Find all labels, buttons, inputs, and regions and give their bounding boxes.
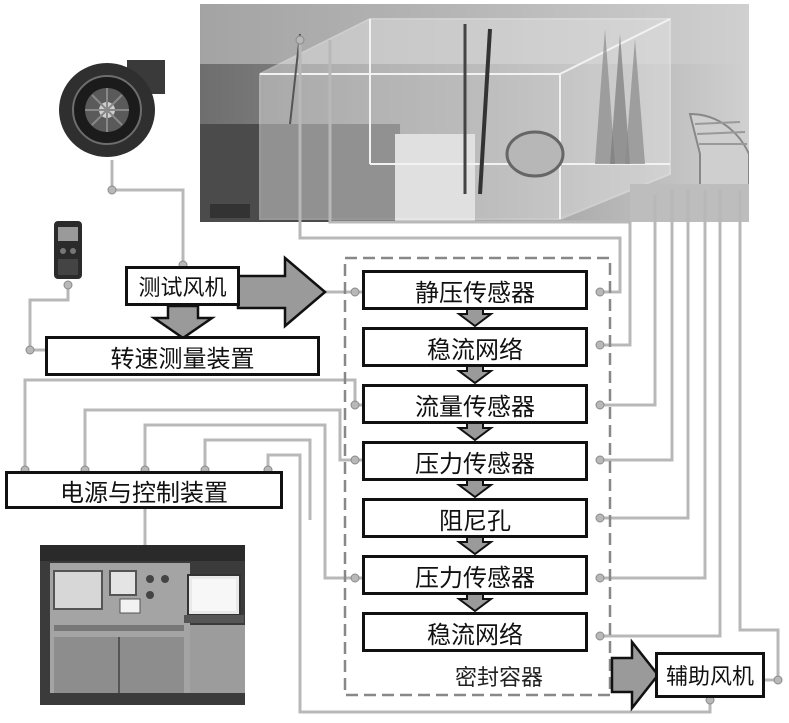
chain-arrow-2 [456,365,494,385]
chain-box-pressure-sensor-1: 压力传感器 [362,441,588,481]
chain-arrow-4 [456,479,494,499]
chain-arrow-3 [456,422,494,442]
chain-arrow-6 [456,593,494,613]
speed-measurement-box: 转速测量装置 [45,336,320,376]
chain-box-flow-straightener-2: 稳流网络 [362,612,588,652]
chain-box-pressure-sensor-2: 压力传感器 [362,555,588,595]
auxiliary-fan-label: 辅助风机 [665,665,754,690]
chain-box-flow-straightener-1: 稳流网络 [362,327,588,367]
arrow-fan-to-speed [149,304,217,340]
chain-arrow-5 [456,536,494,556]
chain-label: 阻尼孔 [439,506,511,535]
airflow-arrow-in [236,255,327,329]
chain-label: 稳流网络 [427,335,523,364]
chain-box-static-pressure-sensor: 静压传感器 [362,270,588,310]
chain-box-flow-sensor: 流量传感器 [362,384,588,424]
fan-under-test-label: 测试风机 [138,276,227,301]
chain-box-orifice: 阻尼孔 [362,498,588,538]
chain-label: 静压传感器 [415,278,535,307]
sealed-container-border [343,256,612,697]
fan-under-test-box: 测试风机 [125,266,240,306]
airflow-arrow-out [610,638,660,712]
test-chamber-photo [200,4,749,222]
power-control-box: 电源与控制装置 [5,471,283,509]
chain-arrow-1 [456,308,494,328]
sealed-container-label: 密封容器 [455,666,544,691]
speed-measurement-label: 转速测量装置 [110,344,255,373]
control-cabinet-photo [40,545,245,705]
tachometer-photo [48,217,88,285]
chain-label: 稳流网络 [427,620,523,649]
centrifugal-fan-photo [55,52,170,162]
chain-label: 流量传感器 [415,392,535,421]
auxiliary-fan-box: 辅助风机 [655,652,765,698]
power-control-label: 电源与控制装置 [60,478,228,507]
chain-label: 压力传感器 [415,563,535,592]
chain-label: 压力传感器 [415,449,535,478]
